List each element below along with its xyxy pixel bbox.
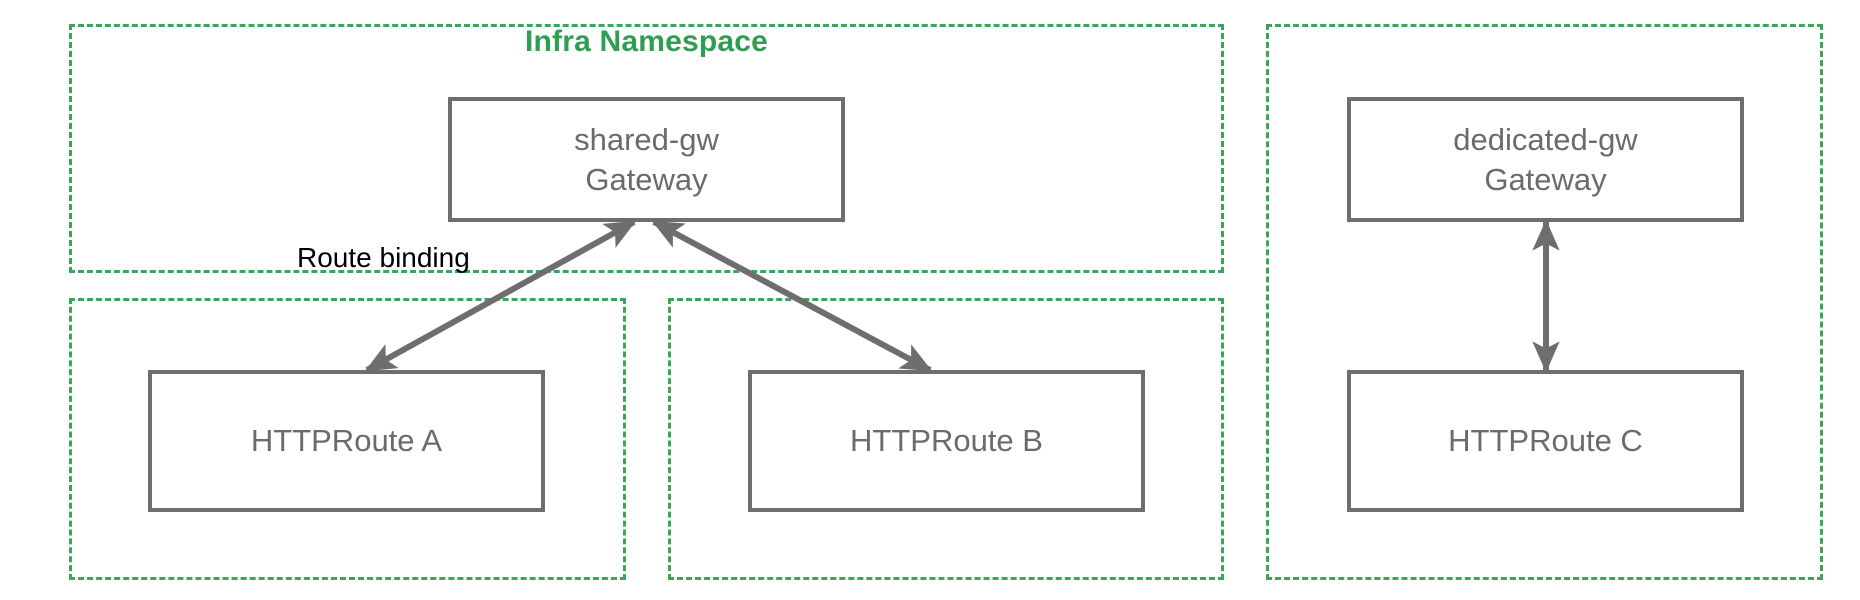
node-httproute-b-label: HTTPRoute B: [850, 423, 1043, 459]
edge-label-route-binding: Route binding: [297, 242, 470, 273]
node-shared-gw-gateway[interactable]: shared-gw Gateway: [448, 97, 845, 222]
node-httproute-a[interactable]: HTTPRoute A: [148, 370, 545, 512]
namespace-box-a: [69, 298, 626, 580]
namespace-label-infra: Infra Namespace: [524, 25, 769, 58]
namespace-box-c: [1266, 24, 1823, 580]
node-dedicated-gw-kind: Gateway: [1484, 161, 1607, 197]
node-httproute-c[interactable]: HTTPRoute C: [1347, 370, 1744, 512]
namespace-box-b: [668, 298, 1224, 580]
node-httproute-c-label: HTTPRoute C: [1448, 423, 1643, 459]
node-httproute-b[interactable]: HTTPRoute B: [748, 370, 1145, 512]
node-dedicated-gw-gateway[interactable]: dedicated-gw Gateway: [1347, 97, 1744, 222]
node-shared-gw-kind: Gateway: [585, 161, 708, 197]
namespace-box-infra: [69, 24, 1224, 273]
node-dedicated-gw-name: dedicated-gw: [1453, 121, 1638, 157]
node-httproute-a-label: HTTPRoute A: [250, 423, 443, 459]
node-shared-gw-name: shared-gw: [574, 121, 719, 157]
